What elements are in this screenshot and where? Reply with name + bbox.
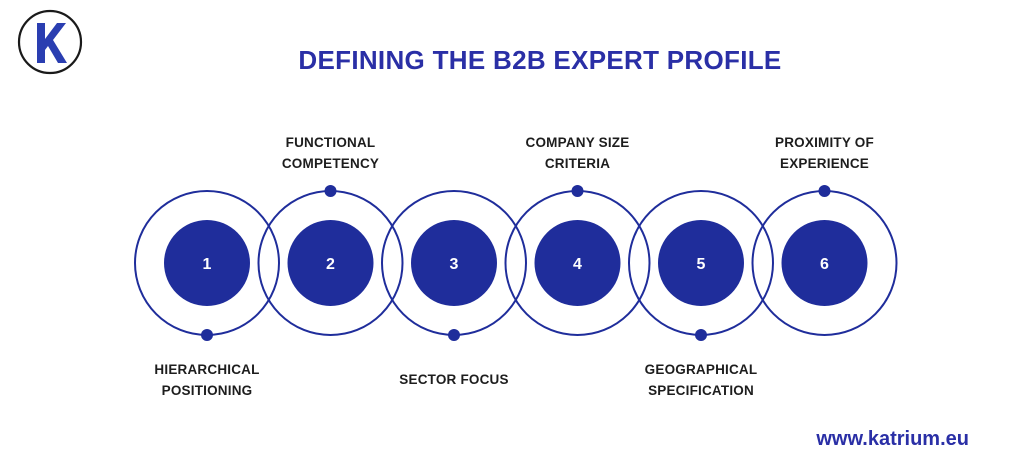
step-number-1: 1	[203, 256, 212, 273]
step-connector-dot-2	[324, 185, 337, 197]
step-connector-dot-5	[695, 329, 707, 341]
step-circle-2	[287, 220, 374, 306]
logo-ring	[17, 9, 83, 75]
step-label-5: GEOGRAPHICAL SPECIFICATION	[644, 362, 758, 398]
step-circle-6	[781, 220, 868, 306]
website-url[interactable]: www.katrium.eu	[816, 428, 969, 450]
page-title: DEFINING THE B2B EXPERT PROFILE	[298, 45, 782, 75]
step-circle-4	[534, 220, 621, 306]
step-connector-dot-4	[571, 185, 584, 197]
step-label-3: SECTOR FOCUS	[399, 372, 509, 387]
logo-k-glyph	[37, 23, 67, 63]
step-number-2: 2	[326, 256, 335, 273]
step-connector-dot-6	[818, 185, 831, 197]
step-label-2: FUNCTIONAL COMPETENCY	[281, 135, 380, 171]
katrium-logo	[17, 9, 83, 80]
step-number-4: 4	[573, 256, 582, 273]
step-connector-dot-3	[448, 329, 460, 341]
step-label-4: COMPANY SIZE CRITERIA	[525, 135, 630, 171]
step-number-5: 5	[697, 256, 706, 273]
step-label-6: PROXIMITY OF EXPERIENCE	[775, 135, 874, 171]
step-circle-5	[658, 220, 744, 306]
step-number-3: 3	[450, 256, 459, 273]
step-circle-1	[164, 220, 250, 306]
step-number-6: 6	[820, 256, 829, 273]
step-connector-dot-1	[201, 329, 213, 341]
step-label-1: HIERARCHICAL POSITIONING	[154, 362, 260, 398]
step-circle-3	[411, 220, 497, 306]
